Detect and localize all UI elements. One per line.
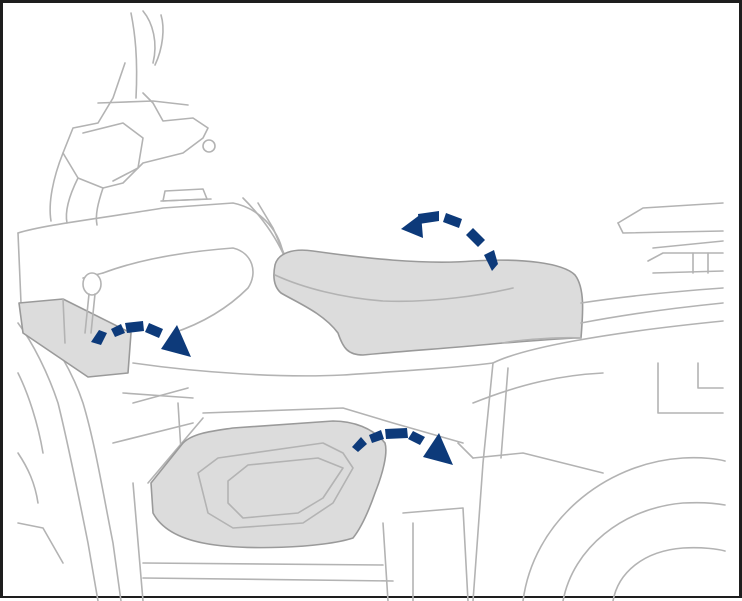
rear-rack [618, 203, 723, 273]
handlebar-assembly [50, 11, 215, 225]
rear-wheel [523, 458, 725, 601]
left-front-panel [19, 299, 131, 377]
rear-frame [403, 363, 603, 601]
fuel-cap [161, 189, 211, 201]
left-side-panel [151, 421, 386, 548]
atv-illustration [3, 3, 742, 601]
